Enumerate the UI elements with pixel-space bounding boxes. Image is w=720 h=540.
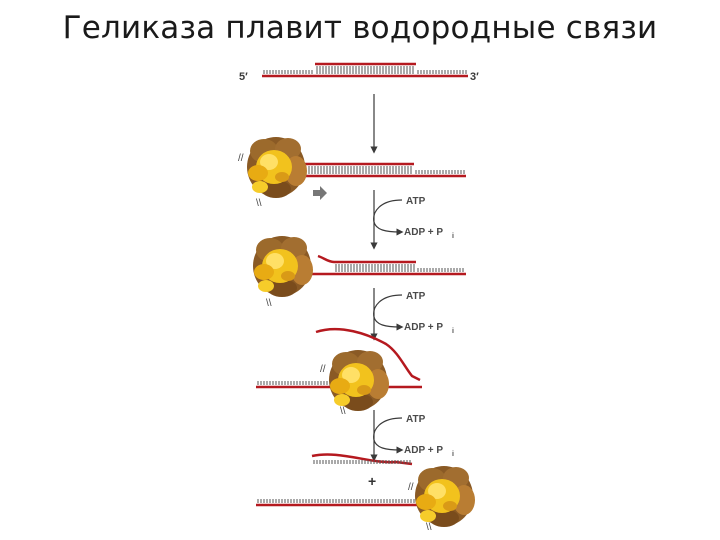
- adp-label: ADP + P: [404, 322, 443, 333]
- dna-products-stage-5: + // \\: [256, 453, 475, 533]
- adp-label: ADP + P: [404, 227, 443, 238]
- single-strand-ticks-right: [417, 70, 467, 74]
- single-strand-ticks: [257, 381, 331, 385]
- motion-marks: \\: [256, 198, 262, 209]
- motion-marks: \\: [340, 406, 346, 417]
- slide-title: Геликаза плавит водородные связи: [62, 10, 658, 46]
- three-prime-label: 3′: [470, 71, 479, 83]
- helicase-icon: [253, 236, 313, 297]
- motion-marks: \\: [266, 298, 272, 309]
- hydrolysis-curve: [373, 417, 404, 454]
- helicase-icon: [415, 466, 475, 527]
- dna-duplex-stage-4: // \\: [256, 327, 422, 417]
- dna-duplex-stage-2: // \\: [238, 137, 466, 209]
- bottom-strand: [317, 254, 416, 264]
- single-strand-ticks-left: [263, 70, 313, 74]
- motion-marks: \\: [426, 522, 432, 533]
- motion-marks: //: [238, 153, 244, 164]
- dna-duplex-stage-1: 5′ 3′: [239, 62, 479, 83]
- helicase-icon: [329, 350, 389, 411]
- atp-label: ATP: [406, 196, 426, 207]
- adp-sub-label: i: [452, 233, 454, 240]
- atp-label: ATP: [406, 291, 426, 302]
- adp-label: ADP + P: [404, 445, 443, 456]
- dna-duplex-stage-3: \\: [253, 236, 466, 309]
- single-strand-ticks: [415, 170, 465, 174]
- base-pair-ticks: [305, 166, 412, 174]
- motion-marks: //: [320, 364, 326, 375]
- atp-label: ATP: [406, 414, 426, 425]
- base-pair-ticks: [335, 264, 415, 272]
- five-prime-label: 5′: [239, 71, 248, 83]
- direction-arrow-icon: [313, 186, 327, 200]
- hydrolysis-curve: [373, 199, 404, 236]
- base-pair-ticks: [316, 66, 414, 74]
- motion-marks: //: [408, 482, 414, 493]
- helicase-icon: [247, 137, 307, 198]
- single-strand-ticks: [313, 460, 411, 464]
- adp-sub-label: i: [452, 451, 454, 458]
- hydrolysis-curve: [373, 294, 404, 331]
- displaced-strand: [315, 327, 421, 382]
- single-strand-ticks: [417, 268, 464, 272]
- adp-sub-label: i: [452, 328, 454, 335]
- single-strand-ticks: [257, 499, 418, 503]
- plus-sign: +: [368, 473, 376, 489]
